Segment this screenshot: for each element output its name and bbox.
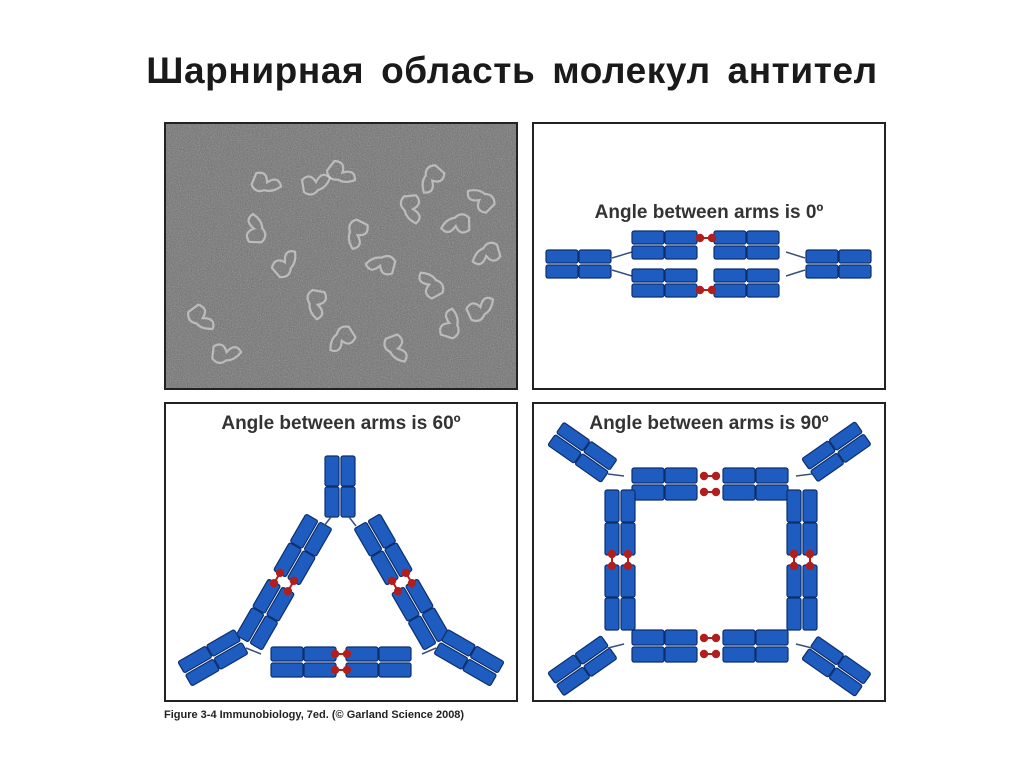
antibody-particles — [187, 159, 502, 364]
angle-0-panel: Angle between arms is 0º — [532, 122, 886, 390]
angle-0-caption: Angle between arms is 0º — [594, 202, 824, 223]
antibody-particle — [471, 241, 502, 266]
top-right-fab-arm — [801, 421, 871, 482]
angle-60-panel: Angle between arms is 60º — [164, 402, 518, 702]
bottom-right-fab-arm — [434, 629, 505, 686]
slide-title: Шарнирная область молекул антител — [146, 50, 878, 91]
antibody-particle — [383, 333, 408, 363]
angle-90-panel: Angle between arms is 90º — [532, 402, 886, 702]
left-arm-pair — [604, 489, 636, 631]
angle-60-diagram — [177, 455, 505, 686]
bottom-arm-pair — [631, 629, 789, 663]
antibody-particle — [421, 164, 446, 194]
antibody-particle — [439, 213, 471, 234]
antibody-particle — [418, 271, 445, 300]
top-fab-arm — [324, 455, 356, 518]
right-arm-pair — [354, 514, 450, 650]
antibody-particle — [250, 171, 283, 193]
bottom-right-fab-arm — [801, 636, 871, 697]
angle-60-caption: Angle between arms is 60º — [221, 413, 461, 434]
antibody-particle — [465, 296, 495, 322]
bottom-left-fab-arm — [547, 635, 617, 696]
antibody-particle — [270, 250, 297, 279]
antibody-particle — [211, 343, 243, 364]
antibody-particle — [306, 288, 328, 321]
antibody-particle — [325, 159, 357, 184]
antibody-particle — [329, 325, 357, 353]
angle-90-diagram — [547, 421, 871, 697]
electron-micrograph-panel — [164, 122, 518, 390]
antibody-particle — [245, 212, 267, 244]
antibody-particle — [439, 307, 460, 340]
angle-0-diagram — [545, 230, 872, 298]
top-left-fab-arm — [547, 422, 617, 483]
angle-90-caption: Angle between arms is 90º — [589, 413, 829, 434]
top-arm-pair — [631, 467, 789, 501]
antibody-particle — [347, 218, 369, 251]
left-arm-pair — [236, 514, 332, 650]
antibody-particle — [399, 194, 421, 225]
antibody-particle — [364, 254, 397, 276]
bottom-arm-pair — [270, 646, 412, 678]
bottom-left-fab-arm — [177, 629, 248, 686]
central-fc-block — [631, 230, 780, 298]
left-fab-arm — [545, 249, 612, 279]
antibody-particle — [466, 189, 496, 214]
figure-credit: Figure 3-4 Immunobiology, 7ed. (© Garlan… — [164, 709, 465, 721]
right-arm-pair — [786, 489, 818, 631]
right-fab-arm — [805, 249, 872, 279]
electron-micrograph-image — [166, 124, 516, 388]
antibody-particle — [187, 303, 215, 330]
